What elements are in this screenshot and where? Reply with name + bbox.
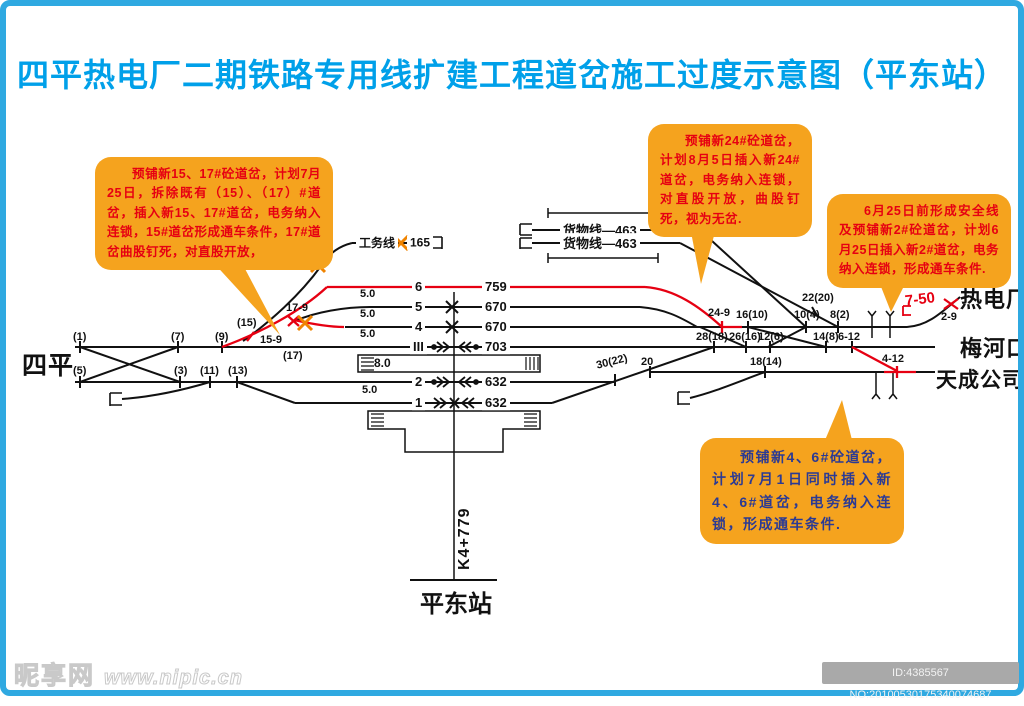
watermark-id-badge: ID:4385567 NO:20100530175340074687 — [822, 662, 1019, 701]
track5-number: 5 — [412, 299, 426, 315]
red-branch-17 — [293, 318, 345, 329]
works-line-length: 165 — [407, 235, 434, 250]
switch-2-9-label: 2-9 — [941, 311, 957, 323]
bridge-symbols — [867, 310, 898, 400]
red-x-17-9 — [287, 315, 300, 327]
page-title: 四平热电厂二期铁路专用线扩建工程道岔施工过度示意图（平东站） — [16, 57, 1007, 93]
watermark-logo: 昵享网 www.nipic.cn — [13, 656, 244, 692]
diagonal-26-16 — [699, 326, 747, 348]
track5-closed-mark — [445, 300, 459, 314]
switch-7-label: (7) — [171, 331, 185, 343]
left-crossover — [79, 346, 181, 383]
switch-11-label: (11) — [200, 365, 219, 377]
kilometer-post: K4+779 — [456, 507, 473, 571]
switch-17-label: (17) — [283, 350, 303, 362]
switch-5-label: (5) — [73, 365, 87, 377]
switch-18-14-label: 18(14) — [750, 356, 782, 368]
right-crossover — [747, 326, 827, 348]
switch-13-label: (13) — [228, 365, 248, 377]
track4-closed-mark — [445, 320, 459, 334]
direction-arrows — [431, 300, 479, 409]
red-line-6-12-4-12 — [851, 345, 916, 378]
switch-4-12-label: 4-12 — [882, 353, 905, 365]
track3-number: III — [410, 339, 427, 355]
switch-20-label: 20 — [641, 356, 654, 368]
gauge-track1: 5.0 — [362, 384, 378, 396]
track3-length: 703 — [482, 339, 510, 355]
switch-26-16-label: 26(16) — [729, 331, 761, 343]
freight-line-2-label: 货物线—463 — [560, 233, 640, 253]
switch-8-2-label: 8(2) — [830, 309, 850, 321]
track6-number: 6 — [412, 279, 426, 295]
switch-6-12-label: 6-12 — [838, 331, 861, 343]
switch-17-9-label: 17-9 — [286, 302, 309, 314]
gauge-platform: 8.0 — [374, 356, 391, 370]
red-safety-stub — [902, 305, 911, 316]
switch-3-label: (3) — [174, 365, 188, 377]
endpoint-meihekou: 梅河口 — [960, 336, 1024, 361]
track1-number: 1 — [412, 395, 426, 411]
track1-length: 632 — [482, 395, 510, 411]
gauge-track3: 5.0 — [360, 328, 376, 340]
red-x-2-9 — [943, 298, 959, 310]
platform-upper — [357, 354, 541, 373]
switch-12-6-label: 12(6) — [758, 331, 784, 343]
gauge-track4: 5.0 — [360, 308, 376, 320]
switch-7-50-label: 7-50 — [904, 289, 936, 310]
construction-note-2: 6月25日前形成安全线及预铺新2#砼道岔，计划6月25日插入新2#道岔，电务纳入… — [827, 194, 1011, 288]
switch-14-8-label: 14(8) — [813, 331, 839, 343]
track2-length: 632 — [482, 374, 510, 390]
track5-length: 670 — [482, 299, 510, 315]
switch-9-label: (9) — [215, 331, 229, 343]
gauge-track5: 5.0 — [360, 288, 376, 300]
switch-22-20-label: 22(20) — [802, 292, 834, 304]
station-name: 平东站 — [420, 591, 492, 618]
stub-track-11 — [121, 381, 211, 400]
diagonal-track1-to-main — [551, 346, 715, 404]
track6-length: 759 — [482, 279, 510, 295]
works-line-label: 工务线 — [356, 234, 399, 252]
platform-hatching — [361, 357, 539, 427]
endpoint-tiancheng: 天成公司 — [936, 369, 1024, 392]
switch-1-label: (1) — [73, 331, 87, 343]
watermark-site: 昵享网 — [13, 662, 96, 691]
construction-note-24: 预铺新24#砼道岔，计划8月5日插入新24#道岔，电务纳入连锁，对直股开放，曲股… — [648, 124, 812, 237]
switch-15-label: (15) — [237, 317, 257, 329]
watermark-url: www.nipic.cn — [103, 667, 244, 690]
switch-15-9-label: 15-9 — [260, 334, 283, 346]
track2-number: 2 — [412, 374, 426, 390]
stub-end-brackets — [109, 223, 690, 406]
switch-ticks — [79, 306, 853, 388]
construction-note-15-17: 预铺新15、17#砼道岔，计划7月25日，拆除既有（15）、（17）#道岔，插入… — [95, 157, 333, 270]
switch-16-10-label: 16(10) — [736, 309, 768, 321]
switch-10-4-label: 10(4) — [794, 309, 820, 321]
red-tick-15 — [246, 331, 255, 342]
stub-track-18-14 — [689, 371, 766, 399]
track4-number: 4 — [412, 319, 426, 335]
track4-length: 670 — [482, 319, 510, 335]
switch-24-9-label: 24-9 — [708, 307, 731, 319]
endpoint-power-plant: 热电厂 — [960, 287, 1024, 312]
construction-note-4-6: 预铺新4、6#砼道岔，计划7月1日同时插入新4、6#道岔，电务纳入连锁，形成通车… — [700, 438, 904, 544]
station-centerline — [410, 292, 497, 581]
endpoint-siping: 四平 — [22, 352, 75, 380]
switch-28-18-label: 28(18) — [696, 331, 728, 343]
track-4-line — [345, 296, 961, 328]
